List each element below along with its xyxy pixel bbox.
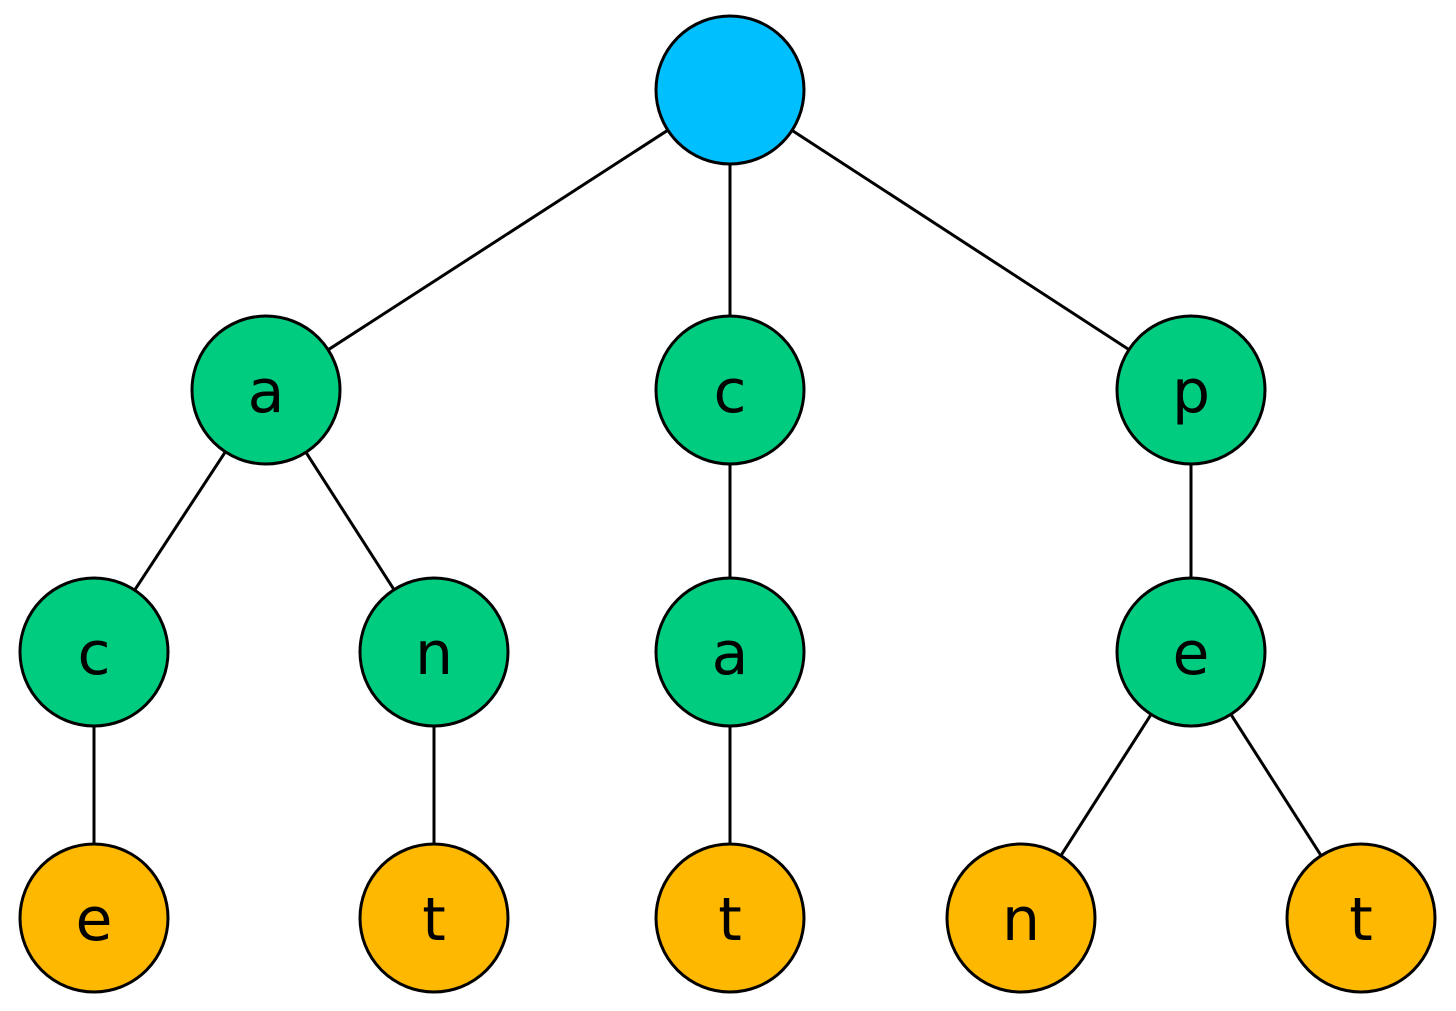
node-circle-an [358,576,510,728]
node-ant: t [358,842,510,994]
edge-a-an [304,451,396,591]
node-circle-p [1115,314,1267,466]
node-label-c: c [714,357,747,427]
node-label-ace: e [76,885,113,955]
node-ac: c [18,576,170,728]
node-circle-a [190,314,342,466]
edges-layer [92,128,1323,857]
node-cat: t [654,842,806,994]
node-circle-c [654,314,806,466]
node-a: a [190,314,342,466]
node-label-p: p [1172,357,1210,427]
node-ca: a [654,576,806,728]
node-circle-pet [1285,842,1437,994]
node-label-a: a [248,357,285,427]
node-pet: t [1285,842,1437,994]
node-label-cat: t [718,885,742,955]
edge-a-ac [133,451,227,591]
node-label-pen: n [1002,885,1040,955]
node-pen: n [945,842,1097,994]
node-circle-ant [358,842,510,994]
node-circle-cat [654,842,806,994]
node-label-ac: c [78,619,111,689]
node-pe: e [1115,576,1267,728]
node-label-pet: t [1349,885,1373,955]
node-label-pe: e [1173,619,1210,689]
node-circle-pen [945,842,1097,994]
node-label-ant: t [422,885,446,955]
nodes-layer: a c p c n a e e t t n t [18,14,1437,994]
node-c: c [654,314,806,466]
node-label-ca: a [712,619,749,689]
node-circle-ace [18,842,170,994]
node-root [654,14,806,166]
node-circle-ca [654,576,806,728]
edge-pe-pet [1229,713,1323,857]
node-circle-root [654,14,806,166]
node-label-an: n [415,619,453,689]
node-circle-ac [18,576,170,728]
edge-root-p [791,129,1130,351]
node-ace: e [18,842,170,994]
node-p: p [1115,314,1267,466]
node-circle-pe [1115,576,1267,728]
edge-pe-pen [1059,713,1153,857]
node-an: n [358,576,510,728]
edge-root-a [327,128,669,352]
